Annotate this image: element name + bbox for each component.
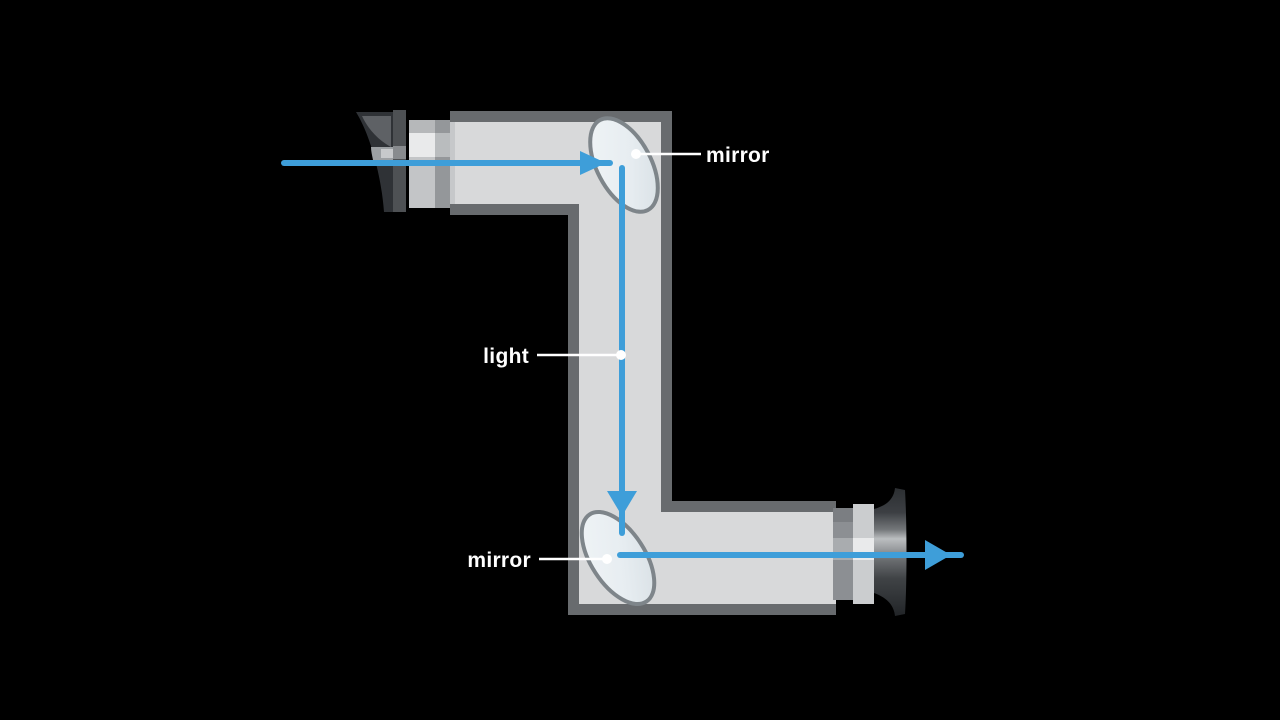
- mirror-bottom-callout-dot: [602, 554, 612, 564]
- callouts: mirror light mirror: [467, 144, 769, 572]
- bottom-mirror: [579, 509, 657, 607]
- entry-funnel-highlight: [362, 116, 391, 147]
- mirror-bottom-label: mirror: [467, 549, 531, 572]
- entry-barrel-band-mid-bright: [435, 133, 450, 157]
- mirror-top-label: mirror: [706, 144, 770, 167]
- light-label: light: [483, 345, 529, 368]
- light-ray-vertical-arrowhead: [607, 491, 637, 516]
- light-callout-dot: [616, 350, 626, 360]
- entry-barrel-band-light-bright: [409, 133, 435, 157]
- light-ray-entry-arrowhead: [580, 151, 606, 175]
- top-mirror: [588, 116, 660, 214]
- entry-barrel-band-dark-highlight: [393, 146, 406, 159]
- tube-interior: [450, 122, 836, 604]
- entry-funnel-gleam: [381, 149, 393, 158]
- mirrors: [579, 116, 660, 607]
- mirror-top-callout-dot: [631, 149, 641, 159]
- light-ray-exit-arrowhead: [925, 540, 951, 570]
- entry-barrel-band-light-top: [409, 120, 435, 133]
- exit-barrel-band-mid-top: [833, 508, 853, 522]
